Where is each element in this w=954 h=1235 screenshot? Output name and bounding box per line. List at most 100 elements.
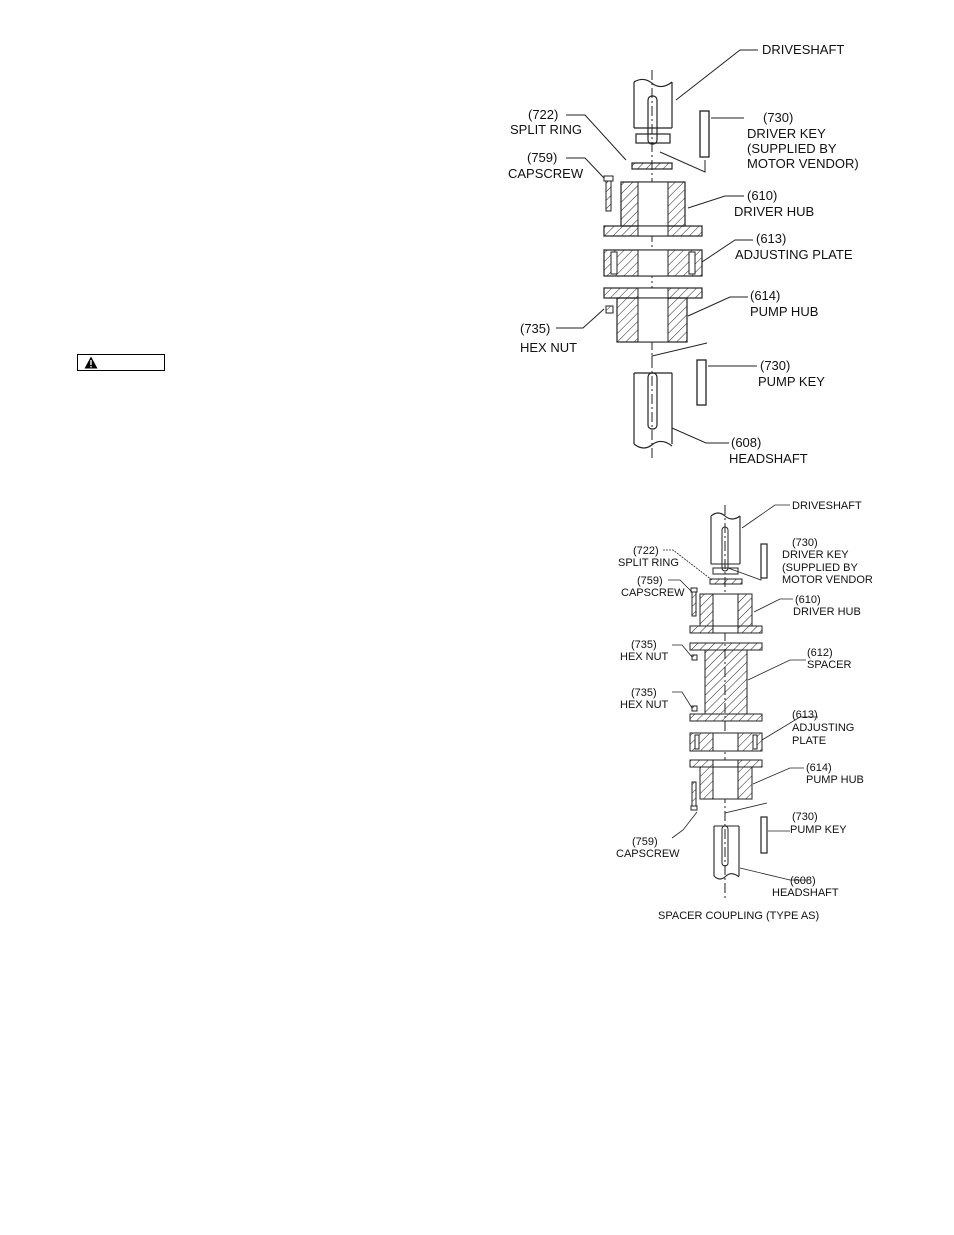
label-headshaft-number: (608) xyxy=(731,435,761,450)
diagram1-labels: DRIVESHAFT (722) SPLIT RING (730) DRIVER… xyxy=(508,42,859,466)
adjusting-plate-part xyxy=(603,249,703,277)
svg-text:(614): (614) xyxy=(806,762,832,774)
spacer-label-capscrew-top: CAPSCREW xyxy=(621,587,685,599)
label-hex-nut: HEX NUT xyxy=(520,340,577,355)
label-driver-hub: DRIVER HUB xyxy=(734,204,814,219)
spacer-capscrew-bottom-part xyxy=(690,781,698,811)
svg-text:DRIVER HUB: DRIVER HUB xyxy=(734,204,814,219)
svg-text:(722): (722) xyxy=(528,107,558,122)
spacer-label-spacer: SPACER xyxy=(807,659,851,671)
label-adjusting-plate: ADJUSTING PLATE xyxy=(735,247,853,262)
driveshaft-part xyxy=(633,78,673,145)
svg-text:(613): (613) xyxy=(756,231,786,246)
spacer-label-pump-key-number: (730) xyxy=(792,811,818,823)
svg-text:DRIVER HUB: DRIVER HUB xyxy=(793,606,861,618)
spacer-label-pump-key: PUMP KEY xyxy=(790,824,847,836)
svg-text:SPACER: SPACER xyxy=(807,659,851,671)
svg-text:SPLIT RING: SPLIT RING xyxy=(618,557,679,569)
spacer-label-driver-hub: DRIVER HUB xyxy=(793,606,861,618)
spacer-label-hex-nut-bottom-number: (735) xyxy=(631,687,657,699)
spacer-pump-key-part xyxy=(760,816,768,854)
label-split-ring: SPLIT RING xyxy=(510,122,582,137)
spacer-driver-hub-part xyxy=(689,593,763,634)
spacer-label-hex-nut-top: HEX NUT xyxy=(620,651,669,663)
spacer-label-headshaft: HEADSHAFT xyxy=(772,887,839,899)
svg-text:CAPSCREW: CAPSCREW xyxy=(621,587,685,599)
label-adjusting-plate-number: (613) xyxy=(756,231,786,246)
svg-text:PUMP HUB: PUMP HUB xyxy=(806,774,864,786)
capscrew-part xyxy=(603,175,614,212)
spacer-coupling-caption: SPACER COUPLING (TYPE AS) xyxy=(658,910,819,922)
svg-text:(614): (614) xyxy=(750,288,780,303)
svg-text:(608): (608) xyxy=(731,435,761,450)
pump-key-part xyxy=(696,359,707,406)
svg-text:(SUPPLIED BY: (SUPPLIED BY xyxy=(782,562,858,574)
pump-hub-part xyxy=(603,287,703,343)
headshaft-part xyxy=(633,372,673,449)
svg-text:DRIVER KEY: DRIVER KEY xyxy=(782,549,849,561)
spacer-driver-key-part xyxy=(760,543,768,579)
svg-text:SPACER COUPLING (TYPE AS): SPACER COUPLING (TYPE AS) xyxy=(658,910,819,922)
spacer-label-adjusting: ADJUSTING xyxy=(792,722,854,734)
svg-text:ADJUSTING PLATE: ADJUSTING PLATE xyxy=(735,247,853,262)
spacer-capscrew-top-part xyxy=(690,587,698,617)
svg-text:DRIVESHAFT: DRIVESHAFT xyxy=(792,500,862,512)
warning-label xyxy=(77,354,165,371)
svg-text:PLATE: PLATE xyxy=(792,735,826,747)
svg-text:(730): (730) xyxy=(763,110,793,125)
svg-text:MOTOR VENDOR): MOTOR VENDOR) xyxy=(747,156,859,171)
svg-text:(759): (759) xyxy=(632,836,658,848)
driver-hub-part xyxy=(603,181,703,237)
spacer-label-split-ring-number: (722) xyxy=(633,545,659,557)
label-pump-key: PUMP KEY xyxy=(758,374,825,389)
svg-text:PUMP HUB: PUMP HUB xyxy=(750,304,818,319)
svg-text:(722): (722) xyxy=(633,545,659,557)
svg-text:(730): (730) xyxy=(760,358,790,373)
spacer-label-pump-hub-number: (614) xyxy=(806,762,832,774)
spacer-label-capscrew-bottom-number: (759) xyxy=(632,836,658,848)
svg-text:(735): (735) xyxy=(631,687,657,699)
svg-text:PUMP KEY: PUMP KEY xyxy=(790,824,847,836)
warning-triangle-icon xyxy=(84,356,98,369)
spacer-label-hex-nut-bottom: HEX NUT xyxy=(620,699,669,711)
spacer-label-capscrew-bottom: CAPSCREW xyxy=(616,848,680,860)
svg-text:(608): (608) xyxy=(790,875,816,887)
label-driver-key-number: (730) xyxy=(763,110,793,125)
label-driver-hub-number: (610) xyxy=(747,188,777,203)
svg-text:HEX NUT: HEX NUT xyxy=(620,699,669,711)
svg-text:(610): (610) xyxy=(747,188,777,203)
svg-text:DRIVER KEY: DRIVER KEY xyxy=(747,126,826,141)
label-driveshaft: DRIVESHAFT xyxy=(762,42,844,57)
svg-text:(612): (612) xyxy=(807,647,833,659)
spacer-label-plate: PLATE xyxy=(792,735,826,747)
svg-text:HEX NUT: HEX NUT xyxy=(620,651,669,663)
spacer-label-driver-key-note1: (SUPPLIED BY xyxy=(782,562,858,574)
svg-text:(730): (730) xyxy=(792,537,818,549)
label-pump-hub-number: (614) xyxy=(750,288,780,303)
spacer-leader-lines xyxy=(663,504,818,881)
svg-text:(735): (735) xyxy=(631,639,657,651)
spacer-label-adjusting-plate-number: (613) xyxy=(792,709,818,721)
spacer-label-headshaft-number: (608) xyxy=(790,875,816,887)
split-ring-part xyxy=(631,162,673,170)
svg-text:(613): (613) xyxy=(792,709,818,721)
spacer-label-driver-hub-number: (610) xyxy=(795,594,821,606)
spacer-label-driver-key: DRIVER KEY xyxy=(782,549,849,561)
svg-text:CAPSCREW: CAPSCREW xyxy=(508,166,584,181)
label-hex-nut-number: (735) xyxy=(520,321,550,336)
label-capscrew: CAPSCREW xyxy=(508,166,584,181)
label-capscrew-number: (759) xyxy=(527,150,557,165)
diagram2-labels: DRIVESHAFT (730) DRIVER KEY (SUPPLIED BY… xyxy=(616,500,873,922)
spacer-label-split-ring: SPLIT RING xyxy=(618,557,679,569)
spacer-split-ring-part xyxy=(709,578,743,585)
label-pump-hub: PUMP HUB xyxy=(750,304,818,319)
spacer-adjusting-plate-part xyxy=(689,732,763,752)
svg-text:HEX NUT: HEX NUT xyxy=(520,340,577,355)
spacer-part xyxy=(689,642,763,722)
label-driver-key-note1: (SUPPLIED BY xyxy=(747,141,837,156)
label-split-ring-number: (722) xyxy=(528,107,558,122)
spacer-pump-hub-part xyxy=(689,759,763,800)
svg-text:(SUPPLIED BY: (SUPPLIED BY xyxy=(747,141,837,156)
svg-text:SPLIT RING: SPLIT RING xyxy=(510,122,582,137)
